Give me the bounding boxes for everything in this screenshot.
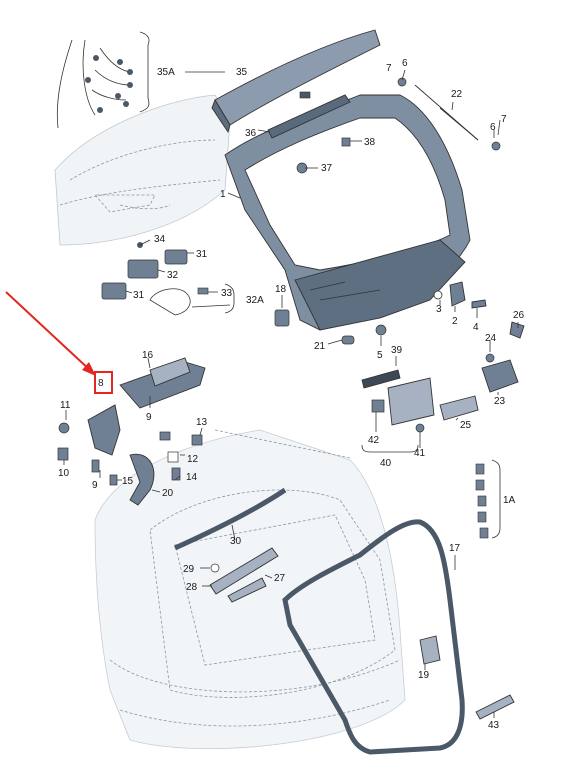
- label-24: 24: [485, 333, 497, 344]
- label-35a: 35A: [157, 67, 175, 78]
- tailgate-panel: [224, 94, 471, 331]
- label-15: 15: [122, 476, 134, 487]
- label-3: 3: [436, 304, 442, 315]
- bolt-set: [475, 463, 489, 539]
- label-39: 39: [391, 345, 403, 356]
- label-7b: 7: [501, 114, 507, 125]
- label-19: 19: [418, 670, 430, 681]
- label-23: 23: [494, 396, 506, 407]
- rear-bumper-outline: [54, 94, 231, 246]
- label-31a: 31: [196, 249, 208, 260]
- label-37: 37: [321, 163, 333, 174]
- label-9a: 9: [146, 412, 152, 423]
- highlight-arrow: [5, 291, 96, 376]
- highlight-box: [94, 371, 113, 394]
- label-12: 12: [187, 454, 199, 465]
- label-29: 29: [183, 564, 195, 575]
- label-43: 43: [488, 720, 500, 731]
- label-16: 16: [142, 350, 154, 361]
- label-35: 35: [236, 67, 248, 78]
- tailgate-seal: [282, 519, 465, 755]
- label-5: 5: [377, 350, 383, 361]
- third-brake-light: [267, 91, 351, 139]
- label-36: 36: [245, 128, 257, 139]
- label-4: 4: [473, 322, 479, 333]
- label-17: 17: [449, 543, 461, 554]
- label-32: 32: [167, 270, 179, 281]
- bottom-small-parts: [419, 635, 515, 720]
- label-1: 1: [220, 189, 226, 200]
- label-8: 8: [98, 378, 104, 389]
- inner-latch-parts: [209, 547, 279, 603]
- label-21: 21: [314, 341, 326, 352]
- label-41: 41: [414, 448, 426, 459]
- label-6b: 6: [490, 122, 496, 133]
- label-13: 13: [196, 417, 208, 428]
- label-34: 34: [154, 234, 166, 245]
- label-42: 42: [368, 435, 380, 446]
- label-40: 40: [380, 458, 392, 469]
- label-11: 11: [60, 400, 71, 411]
- roof-spoiler: [211, 29, 381, 134]
- label-38: 38: [364, 137, 376, 148]
- label-10: 10: [58, 468, 70, 479]
- label-27: 27: [274, 573, 286, 584]
- label-30: 30: [230, 536, 242, 547]
- latch-parts-right: [274, 281, 525, 433]
- label-9b: 9: [92, 480, 98, 491]
- label-20: 20: [162, 488, 174, 499]
- label-7a: 7: [386, 63, 392, 74]
- tailgate-drive-unit: [57, 357, 206, 506]
- label-31b: 31: [133, 290, 145, 301]
- label-6a: 6: [402, 58, 408, 69]
- leader-lines: [63, 31, 519, 718]
- wiring-harness: [56, 39, 133, 129]
- label-33: 33: [221, 288, 233, 299]
- gas-strut: [397, 77, 501, 151]
- label-1a: 1A: [503, 495, 516, 506]
- label-22: 22: [451, 89, 463, 100]
- label-2: 2: [452, 316, 458, 327]
- label-32a: 32A: [246, 295, 264, 306]
- trim-strip: [173, 487, 287, 551]
- switch-assembly: [101, 242, 209, 316]
- label-25: 25: [460, 420, 472, 431]
- label-18: 18: [275, 284, 287, 295]
- label-26: 26: [513, 310, 525, 321]
- label-14: 14: [186, 472, 198, 483]
- part-labels: 35A 35 6 22 7 6 7 36 38 37 1 34 31 32 31…: [58, 58, 525, 731]
- label-28: 28: [186, 582, 198, 593]
